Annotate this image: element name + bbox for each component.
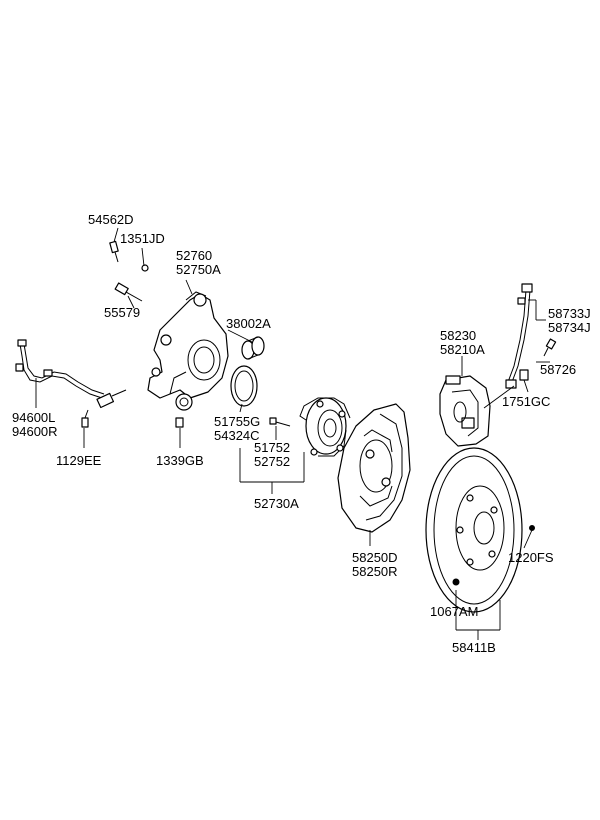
knuckle	[147, 291, 229, 411]
label-94600r: 94600R	[12, 424, 58, 439]
bolt-55579	[114, 282, 143, 302]
bolt-54562d	[109, 240, 119, 263]
label-1129ee: 1129EE	[56, 453, 102, 468]
label-52752: 52752	[254, 454, 290, 469]
label-55579: 55579	[104, 305, 140, 320]
clip-1751gc	[519, 369, 529, 381]
wheel-speed-sensor-94600l	[15, 339, 127, 409]
bolt-1339gb	[175, 417, 184, 428]
label-51752: 51752	[254, 440, 290, 455]
label-58733j: 58733J	[548, 306, 591, 321]
label-52760: 52760	[176, 248, 212, 263]
label-94600l: 94600L	[12, 410, 55, 425]
label-58734j: 58734J	[548, 320, 591, 335]
hub-bearing-52730a	[299, 397, 351, 457]
bleeder-58726	[543, 338, 557, 357]
brake-disc-58411b	[425, 447, 523, 613]
label-54562d: 54562D	[88, 212, 134, 227]
bushing-38002a	[241, 336, 265, 360]
label-52730a: 52730A	[254, 496, 299, 511]
label-58230: 58230	[440, 328, 476, 343]
label-51755g: 51755G	[214, 414, 260, 429]
label-58726: 58726	[540, 362, 576, 377]
snap-ring-51755g	[230, 365, 258, 407]
screw-1067am	[452, 578, 460, 586]
label-1751gc: 1751GC	[502, 394, 550, 409]
part-labels: 54562D 1351JD 52760 52750A 55579 38002A …	[12, 212, 591, 655]
label-1220fs: 1220FS	[508, 550, 554, 565]
screw-1220fs	[529, 525, 535, 531]
caliper-58230	[439, 375, 491, 447]
label-58411b: 58411B	[452, 640, 496, 655]
backing-plate-58250d	[337, 403, 411, 533]
brake-hose-58733j	[505, 283, 533, 389]
leader-lines	[35, 227, 550, 640]
bolt-1129ee	[81, 409, 89, 428]
label-54324c: 54324C	[214, 428, 260, 443]
label-58250d: 58250D	[352, 550, 398, 565]
nut-1351jd	[141, 264, 149, 272]
label-58210a: 58210A	[440, 342, 485, 357]
label-1067am: 1067AM	[430, 604, 478, 619]
hub-bolt-51752	[269, 417, 291, 427]
label-52750a: 52750A	[176, 262, 221, 277]
label-58250r: 58250R	[352, 564, 398, 579]
label-38002a: 38002A	[226, 316, 271, 331]
label-1351jd: 1351JD	[120, 231, 165, 246]
label-1339gb: 1339GB	[156, 453, 204, 468]
